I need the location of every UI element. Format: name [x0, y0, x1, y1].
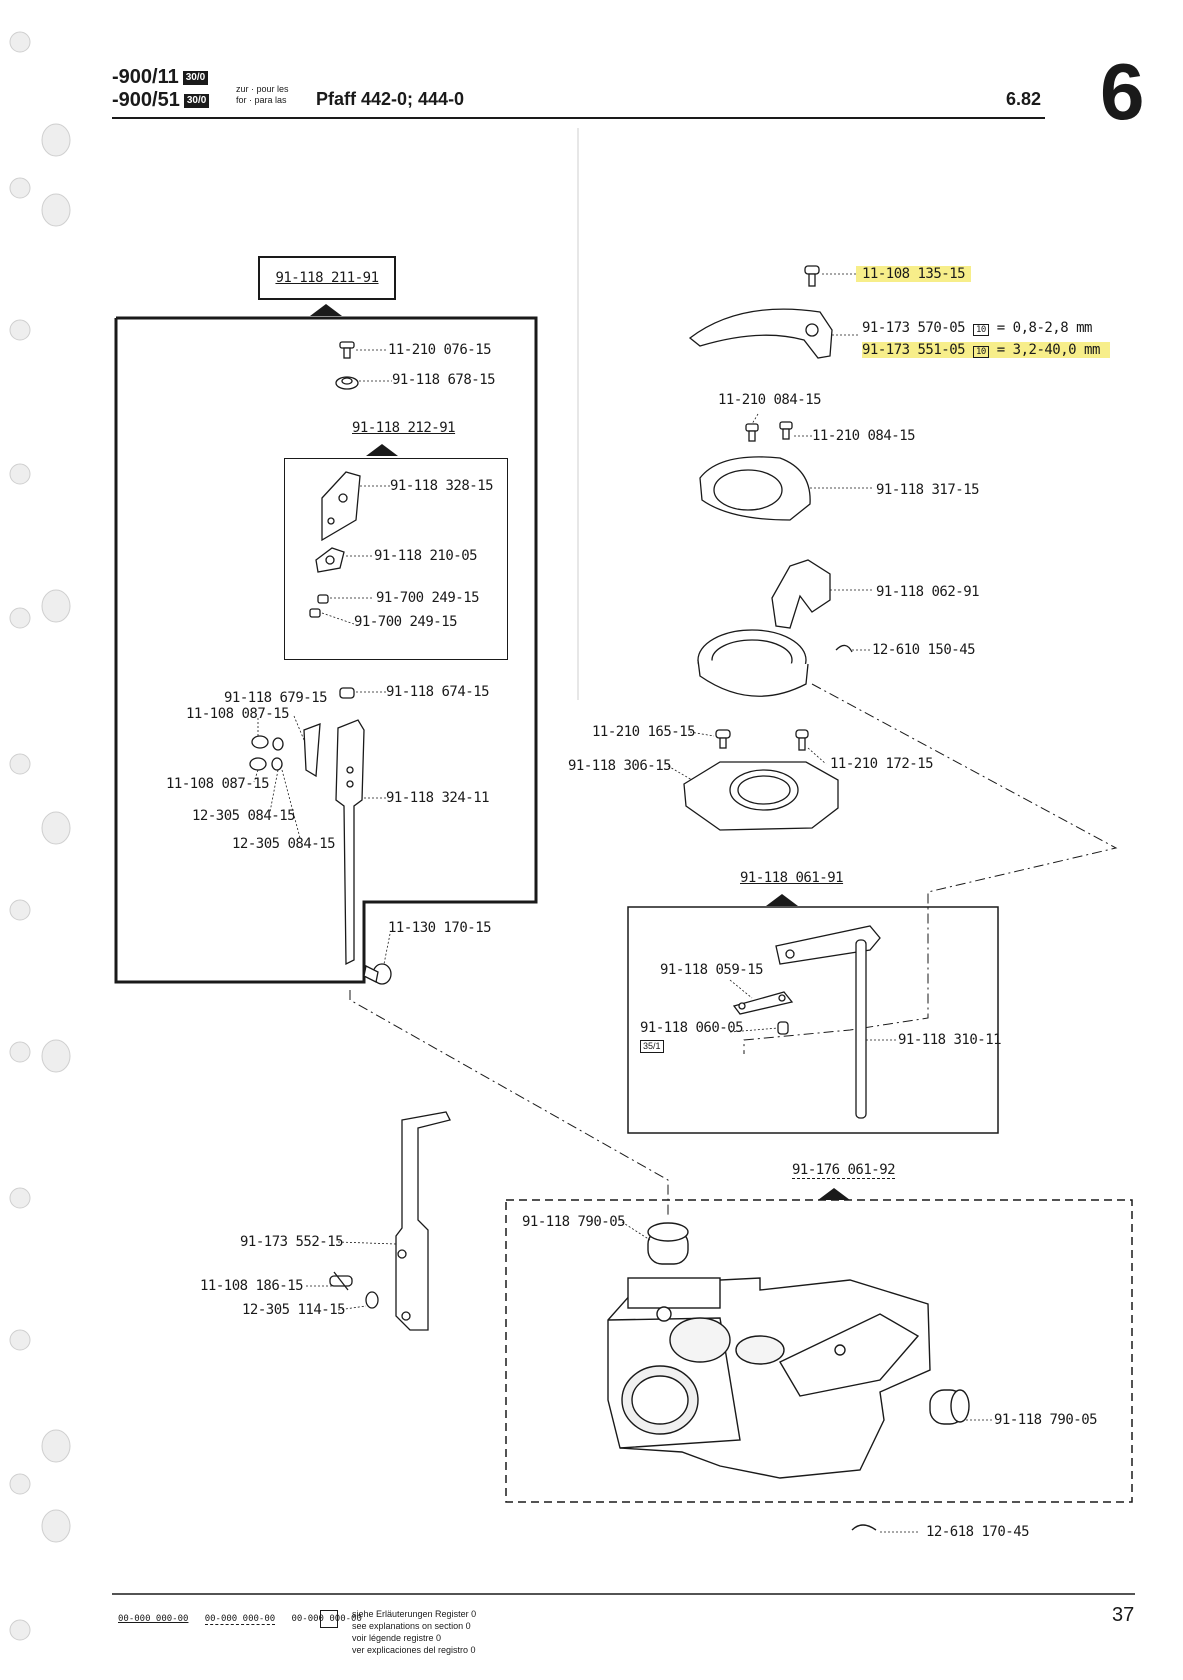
housing-drawing [607, 1222, 970, 1531]
group-b-title: 91-118 061-91 [740, 870, 844, 886]
size-range: = 0,8-2,8 mm [996, 320, 1093, 336]
part-label: 91-118 062-91 [876, 584, 980, 600]
code-example-1: 00-000 000-00 [118, 1614, 189, 1624]
legend-es: ver explicaciones del registro 0 [352, 1645, 476, 1655]
bracket-drawing [329, 1111, 451, 1331]
legend-box-icon [320, 1610, 338, 1628]
part-label: 91-118 060-05 [640, 1020, 744, 1036]
group-c-title: 91-176 061-92 [792, 1162, 896, 1179]
part-label: 11-210 165-15 [592, 724, 696, 740]
part-label: 11-210 084-15 [812, 428, 916, 444]
part-label-highlighted: 11-108 135-15 [856, 266, 972, 282]
part-label: 11-210 084-15 [718, 392, 822, 408]
part-label: 91-118 790-05 [522, 1214, 626, 1230]
group-b-drawing [732, 925, 881, 1119]
part-label: 12-305 084-15 [192, 808, 296, 824]
right-column-drawing [683, 265, 853, 831]
part-label: 11-108 087-15 [166, 776, 270, 792]
legend-fr: voir légende registre 0 [352, 1633, 442, 1643]
part-label: 11-108 186-15 [200, 1278, 304, 1294]
part-label: 91-700 249-15 [376, 590, 480, 606]
part-label: 11-210 076-15 [388, 342, 492, 358]
part-label: 91-173 570-05 10 = 0,8-2,8 mm [862, 320, 1092, 336]
subgroup-box [284, 458, 508, 660]
section-number: 6 [1100, 47, 1145, 136]
model-number-1: -900/11 [112, 66, 179, 88]
subgroup-pointer-icon [366, 444, 398, 456]
size-range: = 3,2-40,0 mm [996, 342, 1101, 358]
part-label: 91-118 679-15 [224, 690, 328, 706]
part-label: 11-130 170-15 [388, 920, 492, 936]
part-label: 91-118 306-15 [568, 758, 672, 774]
group-a-drawing [249, 341, 392, 985]
section-ref-box: 10 [973, 346, 989, 358]
footer-codes: 00-000 000-00 00-000 000-00 00-000 000-0… [118, 1614, 362, 1625]
part-label: 91-118 328-15 [390, 478, 494, 494]
part-label: 91-118 790-05 [994, 1412, 1098, 1428]
part-label: 91-700 249-15 [354, 614, 458, 630]
subgroup-title: 91-118 212-91 [352, 420, 456, 436]
for-label: for · para las [236, 95, 287, 105]
part-label: 12-305 084-15 [232, 836, 336, 852]
part-label: 91-118 059-15 [660, 962, 764, 978]
footer-legend: siehe Erläuterungen Register 0 see expla… [352, 1608, 476, 1656]
zur-label: zur · pour les [236, 84, 289, 94]
part-number: 91-173 551-05 [862, 342, 966, 358]
model-number-2: -900/51 [112, 89, 180, 111]
group-a-title-box: 91-118 211-91 [258, 256, 396, 300]
model-badge-2: 30/0 [183, 93, 210, 108]
part-label: 91-118 210-05 [374, 548, 478, 564]
part-label: 91-118 317-15 [876, 482, 980, 498]
part-label: 11-210 172-15 [830, 756, 934, 772]
part-label: 12-618 170-45 [926, 1524, 1030, 1540]
part-label: 91-118 324-11 [386, 790, 490, 806]
part-label: 11-108 087-15 [186, 706, 290, 722]
part-label: 91-173 552-15 [240, 1234, 344, 1250]
section-ref-box: 35/1 [640, 1040, 664, 1053]
part-label: 91-173 551-05 10 = 3,2-40,0 mm [862, 342, 1110, 358]
legend-en: see explanations on section 0 [352, 1621, 471, 1631]
group-a-title: 91-118 211-91 [275, 270, 379, 286]
part-number: 91-173 570-05 [862, 320, 966, 336]
group-b-pointer-icon [766, 894, 798, 906]
code-example-3: 00-000 000-00 [291, 1614, 362, 1624]
part-label: 91-118 310-11 [898, 1032, 1002, 1048]
page-number: 37 [1112, 1604, 1135, 1626]
model-badge-1: 30/0 [182, 70, 209, 85]
section-ref-box: 10 [973, 324, 989, 336]
part-label: 12-305 114-15 [242, 1302, 346, 1318]
code-example-2: 00-000 000-00 [204, 1614, 276, 1625]
legend-de: siehe Erläuterungen Register 0 [352, 1609, 477, 1619]
issue-date: 6.82 [1006, 89, 1042, 109]
part-label: 12-610 150-45 [872, 642, 976, 658]
group-a-pointer-icon [310, 304, 342, 316]
machine-title: Pfaff 442-0; 444-0 [316, 89, 465, 109]
group-c-pointer-icon [818, 1188, 850, 1200]
part-label: 91-118 674-15 [386, 684, 490, 700]
part-label: 91-118 678-15 [392, 372, 496, 388]
